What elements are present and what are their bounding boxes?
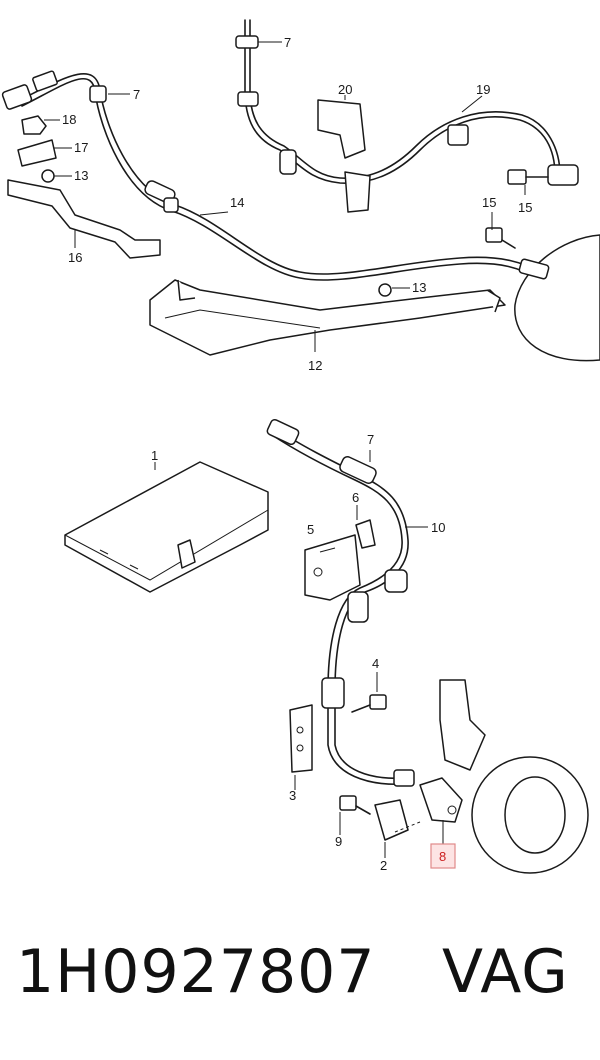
callout-20: 20 bbox=[338, 82, 352, 97]
callout-6: 6 bbox=[352, 490, 359, 505]
clip-17 bbox=[17, 139, 57, 167]
upper-assembly bbox=[1, 19, 600, 362]
gasket-2 bbox=[374, 799, 409, 841]
sensor-cable-19 bbox=[244, 19, 556, 184]
callout-2: 2 bbox=[380, 858, 387, 873]
bolt-15 bbox=[507, 169, 549, 185]
callout-12: 12 bbox=[308, 358, 322, 373]
lower-leader-lines bbox=[154, 450, 444, 858]
callout-13a: 13 bbox=[74, 168, 88, 183]
callout-18: 18 bbox=[62, 112, 76, 127]
wheel-hub bbox=[439, 679, 486, 771]
callout-5: 5 bbox=[307, 522, 314, 537]
bolt-15b bbox=[485, 227, 516, 249]
callout-8: 8 bbox=[439, 849, 446, 864]
brake-disc-upper bbox=[514, 234, 600, 362]
callout-17: 17 bbox=[74, 140, 88, 155]
bolt-9 bbox=[339, 795, 371, 815]
callout-15b: 15 bbox=[482, 195, 496, 210]
stud-13 bbox=[41, 169, 55, 183]
highlight-box bbox=[430, 843, 456, 869]
callout-7b: 7 bbox=[133, 87, 140, 102]
callout-14: 14 bbox=[230, 195, 244, 210]
callout-13b: 13 bbox=[412, 280, 426, 295]
nut-18 bbox=[21, 115, 47, 135]
clip-6 bbox=[355, 519, 376, 549]
upper-labels: 7 7 20 19 18 17 13 15 15 16 14 13 12 bbox=[62, 35, 532, 373]
bracket-20 bbox=[317, 99, 366, 159]
bracket-16 bbox=[7, 179, 161, 259]
callout-4: 4 bbox=[372, 656, 379, 671]
callout-1: 1 bbox=[151, 448, 158, 463]
callout-7a: 7 bbox=[284, 35, 291, 50]
bracket-3 bbox=[289, 704, 313, 773]
abs-sensor-8 bbox=[419, 777, 463, 823]
brand-label: VAG bbox=[442, 937, 569, 1007]
lower-labels: 1 7 6 10 5 4 3 9 2 8 bbox=[151, 432, 456, 873]
lower-assembly bbox=[64, 418, 589, 874]
bracket-5 bbox=[304, 534, 361, 601]
parts-diagram: 7 7 20 19 18 17 13 15 15 16 14 13 12 bbox=[1, 19, 600, 874]
callout-15a: 15 bbox=[518, 200, 532, 215]
callout-9: 9 bbox=[335, 834, 342, 849]
bracket-12 bbox=[149, 279, 506, 356]
bolt-4 bbox=[351, 694, 387, 713]
part-number: 1H0927807 bbox=[16, 937, 376, 1007]
callout-16: 16 bbox=[68, 250, 82, 265]
callout-10: 10 bbox=[431, 520, 445, 535]
grommet bbox=[89, 85, 107, 103]
connector-plug bbox=[1, 84, 33, 110]
control-unit-1 bbox=[64, 461, 269, 593]
callout-19: 19 bbox=[476, 82, 490, 97]
callout-7c: 7 bbox=[367, 432, 374, 447]
upper-leader-lines bbox=[44, 41, 526, 352]
callout-3: 3 bbox=[289, 788, 296, 803]
